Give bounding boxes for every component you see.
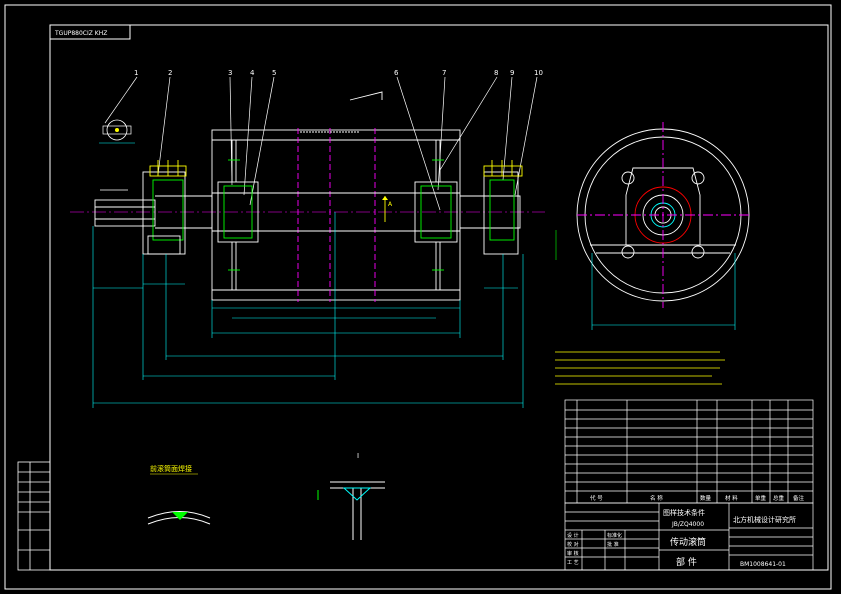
top-label: TGUP880CIZ KHZ	[54, 30, 107, 37]
title-block	[564, 502, 814, 571]
left-strip	[17, 461, 51, 571]
svg-text:5: 5	[272, 69, 276, 77]
svg-text:4: 4	[250, 69, 255, 77]
svg-text:校 对: 校 对	[567, 541, 579, 548]
svg-text:代 号: 代 号	[590, 494, 603, 502]
standard-no: JB/ZQ4000	[671, 521, 704, 528]
svg-text:设 计: 设 计	[567, 532, 579, 539]
svg-text:单重: 单重	[755, 494, 767, 502]
part-category: 部 件	[676, 556, 697, 568]
weld-detail-right: I	[317, 452, 385, 540]
drum-end-view	[555, 122, 750, 330]
weld-detail-title: 前滚筒面焊接	[150, 464, 192, 473]
svg-text:7: 7	[442, 69, 446, 77]
parts-list	[564, 399, 814, 504]
svg-text:批 准: 批 准	[607, 541, 619, 548]
svg-text:9: 9	[510, 69, 514, 77]
svg-text:数量: 数量	[700, 494, 712, 502]
svg-text:1: 1	[134, 69, 138, 77]
balloon-leaders	[104, 76, 538, 211]
svg-text:6: 6	[394, 69, 399, 77]
svg-text:名 称: 名 称	[650, 494, 663, 502]
svg-text:审 核: 审 核	[567, 550, 579, 557]
svg-text:材 料: 材 料	[725, 494, 738, 502]
technical-notes	[555, 351, 725, 385]
part-name: 传动滚筒	[670, 536, 706, 548]
top-label-box	[49, 24, 131, 40]
balloon-numbers: 1 2 3 4 5 6 7 8 9 10	[134, 69, 543, 77]
svg-text:2: 2	[168, 69, 172, 77]
shaft-section-detail	[99, 119, 135, 191]
svg-text:8: 8	[494, 69, 498, 77]
drum-main-view	[70, 91, 545, 302]
title-block-text: 图样技术条件 JB/ZQ4000 北方机械设计研究所 传动滚筒 部 件 BM10…	[567, 508, 796, 568]
parts-list-headers: 代 号 名 称 数量 材 料 单重 总重 备注	[590, 494, 805, 502]
svg-text:标准化: 标准化	[607, 532, 622, 539]
standard-label: 图样技术条件	[663, 508, 705, 517]
drawing-number: BM1008641-01	[740, 561, 786, 568]
svg-text:3: 3	[228, 69, 232, 77]
main-dimensions	[92, 212, 524, 408]
institute-name: 北方机械设计研究所	[733, 515, 796, 524]
svg-text:备注: 备注	[793, 494, 805, 502]
view-mark: A	[388, 201, 393, 208]
svg-text:10: 10	[534, 69, 543, 77]
section-mark: I	[357, 452, 359, 460]
frame-border	[49, 24, 829, 571]
svg-text:总重: 总重	[773, 494, 785, 502]
weld-detail-left: 前滚筒面焊接	[147, 464, 211, 525]
sheet-border	[4, 4, 832, 590]
svg-text:工 艺: 工 艺	[567, 560, 579, 566]
